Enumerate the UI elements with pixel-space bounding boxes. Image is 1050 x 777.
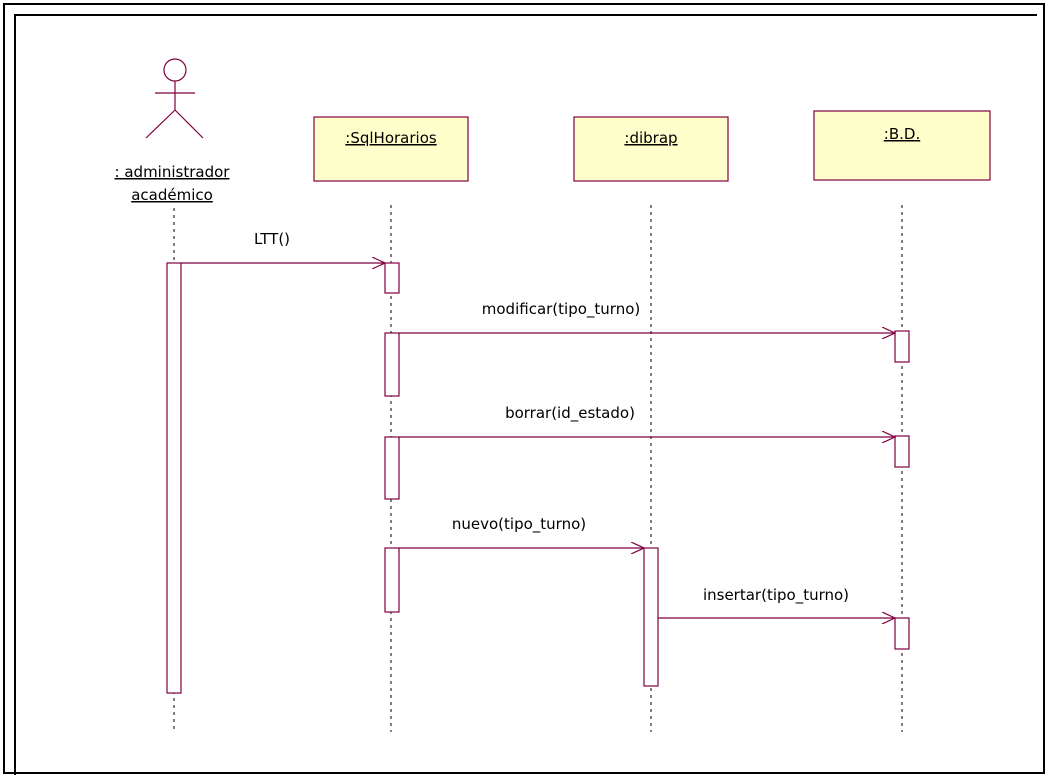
activation-sqlhorarios-2 <box>384 332 400 397</box>
object-dibrap[interactable]: :dibrap <box>573 116 729 182</box>
actor-administrador[interactable]: : administrador académico <box>115 58 231 204</box>
activation-dibrap <box>643 547 659 687</box>
message-label: nuevo(tipo_turno) <box>452 515 586 534</box>
activation-sqlhorarios-1 <box>384 262 400 294</box>
activation-bd-3 <box>894 617 910 650</box>
diagram-frame-inner <box>14 14 1037 775</box>
object-label: :B.D. <box>884 125 920 143</box>
activation-sqlhorarios-3 <box>384 436 400 500</box>
activation-bd-1 <box>894 330 910 363</box>
message-label: LTT() <box>254 230 290 248</box>
object-label: :SqlHorarios <box>345 129 437 147</box>
activation-actor <box>166 262 182 694</box>
message-label: modificar(tipo_turno) <box>482 300 640 319</box>
message-modificar[interactable]: modificar(tipo_turno) <box>399 300 895 333</box>
message-ltt[interactable]: LTT() <box>181 230 385 263</box>
message-label: insertar(tipo_turno) <box>703 586 849 605</box>
message-borrar[interactable]: borrar(id_estado) <box>399 404 895 437</box>
activation-bd-2 <box>894 435 910 468</box>
object-bd[interactable]: :B.D. <box>813 110 991 181</box>
actor-head-icon <box>163 58 187 82</box>
actor-label-line2: académico <box>131 186 213 204</box>
object-sqlhorarios[interactable]: :SqlHorarios <box>313 116 469 182</box>
actor-left-leg-icon <box>145 109 176 139</box>
message-nuevo[interactable]: nuevo(tipo_turno) <box>399 515 644 548</box>
activation-sqlhorarios-4 <box>384 547 400 613</box>
object-label: :dibrap <box>624 129 677 147</box>
actor-right-leg-icon <box>174 109 204 139</box>
actor-label-line1: : administrador <box>115 163 231 181</box>
diagram-frame-outer <box>3 3 1045 774</box>
message-label: borrar(id_estado) <box>505 404 635 423</box>
message-insertar[interactable]: insertar(tipo_turno) <box>658 586 895 618</box>
